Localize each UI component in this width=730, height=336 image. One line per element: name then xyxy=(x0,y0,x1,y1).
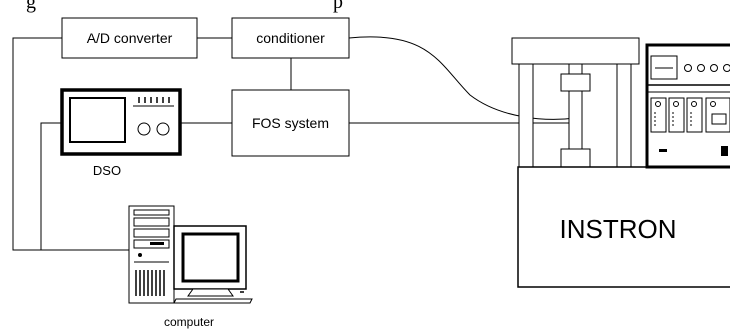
console-dial-icon xyxy=(724,65,730,72)
header-fragment-right: p xyxy=(333,0,343,13)
instron-upper-grip xyxy=(561,74,590,91)
ad-converter-block: A/D converter xyxy=(62,18,197,58)
instron-label: INSTRON xyxy=(560,214,677,244)
instron-lower-grip xyxy=(561,149,590,167)
dso-device: DSO xyxy=(62,90,180,178)
computer-label: computer xyxy=(164,315,214,329)
instron-machine: INSTRON xyxy=(512,38,730,287)
fos-system-block: FOS system xyxy=(232,90,349,156)
ad-converter-label: A/D converter xyxy=(87,30,173,46)
console-dial-icon xyxy=(698,65,705,72)
computer-monitor-stand xyxy=(188,289,233,296)
instron-crosshead xyxy=(512,38,639,64)
console-switch xyxy=(721,146,728,156)
computer-monitor-screen xyxy=(183,234,238,281)
console-module xyxy=(669,98,684,132)
console-dial-icon xyxy=(711,65,718,72)
dso-screen xyxy=(70,98,125,142)
console-dial-icon xyxy=(685,65,692,72)
header-fragment-left: g xyxy=(26,0,36,13)
dso-knob-left-icon xyxy=(138,123,150,135)
computer-keyboard xyxy=(174,299,252,303)
fos-system-label: FOS system xyxy=(252,115,329,131)
conditioner-block: conditioner xyxy=(232,18,349,58)
conditioner-label: conditioner xyxy=(256,30,325,46)
instron-column-left xyxy=(519,64,533,168)
instron-specimen xyxy=(569,91,582,149)
console-module xyxy=(651,98,666,132)
console-module xyxy=(687,98,702,132)
console-switch xyxy=(659,149,667,152)
dso-knob-right-icon xyxy=(157,123,169,135)
dso-label: DSO xyxy=(93,163,121,178)
computer-device: computer xyxy=(129,206,252,329)
instron-column-right xyxy=(617,64,631,168)
instron-control-console xyxy=(647,45,730,167)
wire-dso-to-computer xyxy=(41,123,62,250)
